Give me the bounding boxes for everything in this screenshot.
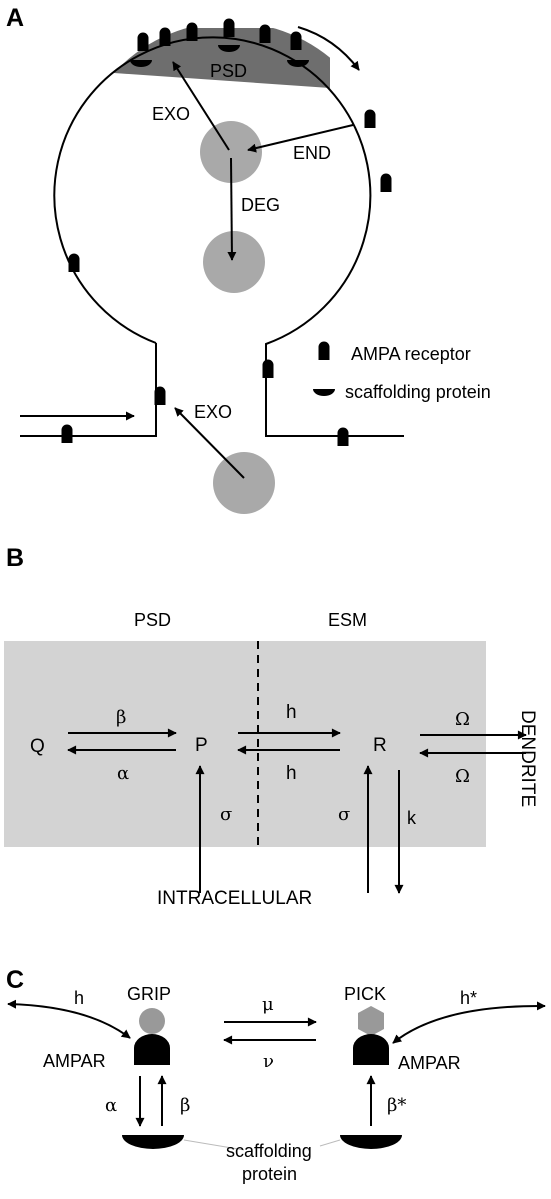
panel-b-label: B: [6, 544, 24, 572]
deg-arrow: [227, 157, 237, 261]
panel-c-label: C: [6, 966, 24, 994]
h-star-rate: h*: [460, 988, 477, 1008]
alpha-rate-c: α: [105, 1095, 117, 1116]
h-rate-bottom: h: [286, 763, 297, 784]
spine-membrane: [53, 36, 404, 437]
endosome-lower: [203, 231, 265, 293]
scaffold-left: [122, 1135, 184, 1149]
compartment-box: [4, 641, 486, 847]
exo-label-top: EXO: [152, 104, 190, 124]
end-arrow: [247, 124, 354, 153]
beta-star-rate: β*: [387, 1095, 406, 1116]
end-label: END: [293, 143, 331, 163]
legend-receptor-text: AMPA receptor: [351, 344, 471, 364]
legend-receptor: AMPA receptor: [318, 341, 471, 364]
panel-c: C h GRIP AMPAR μ ν PICK AMPAR h* α β β*: [6, 966, 546, 1184]
scaffold-label-line1: scaffolding: [226, 1141, 312, 1161]
legend-scaffold: scaffolding protein: [313, 382, 491, 402]
dendrite-label: DENDRITE: [517, 710, 538, 807]
panel-a-label: A: [6, 4, 24, 32]
intracellular-label: INTRACELLULAR: [157, 888, 312, 909]
ampar-right: [353, 1034, 389, 1065]
scaffold-right: [340, 1135, 402, 1149]
h-rate-left: h: [74, 988, 84, 1008]
panel-b: B PSD ESM Q P R β α h h Ω Ω σ σ k DENDRI…: [4, 544, 538, 909]
h-exchange-arrow-left: [7, 999, 131, 1039]
exo-arrow-bottom: [174, 407, 245, 479]
nu-rate: ν: [263, 1051, 274, 1072]
panel-a: A: [6, 4, 491, 514]
grip-label: GRIP: [127, 984, 171, 1004]
deg-label: DEG: [241, 195, 280, 215]
alpha-rate: α: [117, 763, 129, 784]
sigma-rate-right: σ: [338, 804, 350, 825]
esm-column-title: ESM: [328, 610, 367, 630]
legend-scaffold-text: scaffolding protein: [345, 382, 491, 402]
scaffold-leader-right: [319, 1139, 341, 1147]
ampar-right-label: AMPAR: [398, 1053, 461, 1073]
sigma-rate-left: σ: [220, 804, 232, 825]
vesicle-bottom: [213, 452, 275, 514]
endosome-upper: [200, 121, 262, 183]
h-exchange-arrow-right: [392, 1001, 546, 1044]
psd-region: [100, 28, 330, 88]
state-p: P: [195, 735, 208, 756]
psd-label: PSD: [210, 61, 247, 81]
ampar-left-label: AMPAR: [43, 1051, 106, 1071]
k-rate: k: [407, 808, 417, 828]
ampar-left: [134, 1034, 170, 1065]
scaffold-leader-left: [183, 1139, 245, 1151]
state-q: Q: [30, 736, 45, 757]
omega-rate-top: Ω: [455, 709, 470, 730]
h-rate-top: h: [286, 702, 297, 723]
beta-rate-c: β: [180, 1095, 190, 1116]
exo-label-bottom: EXO: [194, 402, 232, 422]
spine-neck-left: [20, 343, 157, 437]
scaffold-label-line2: protein: [242, 1164, 297, 1184]
exo-arrow-top: [172, 61, 230, 151]
mu-rate: μ: [262, 994, 274, 1015]
pick-protein: [358, 1006, 384, 1036]
beta-rate: β: [116, 707, 126, 728]
grip-protein: [139, 1008, 165, 1034]
state-r: R: [373, 735, 387, 756]
lateral-diffusion-arrow: [297, 26, 360, 71]
omega-rate-bottom: Ω: [455, 766, 470, 787]
psd-column-title: PSD: [134, 610, 171, 630]
pick-label: PICK: [344, 984, 386, 1004]
